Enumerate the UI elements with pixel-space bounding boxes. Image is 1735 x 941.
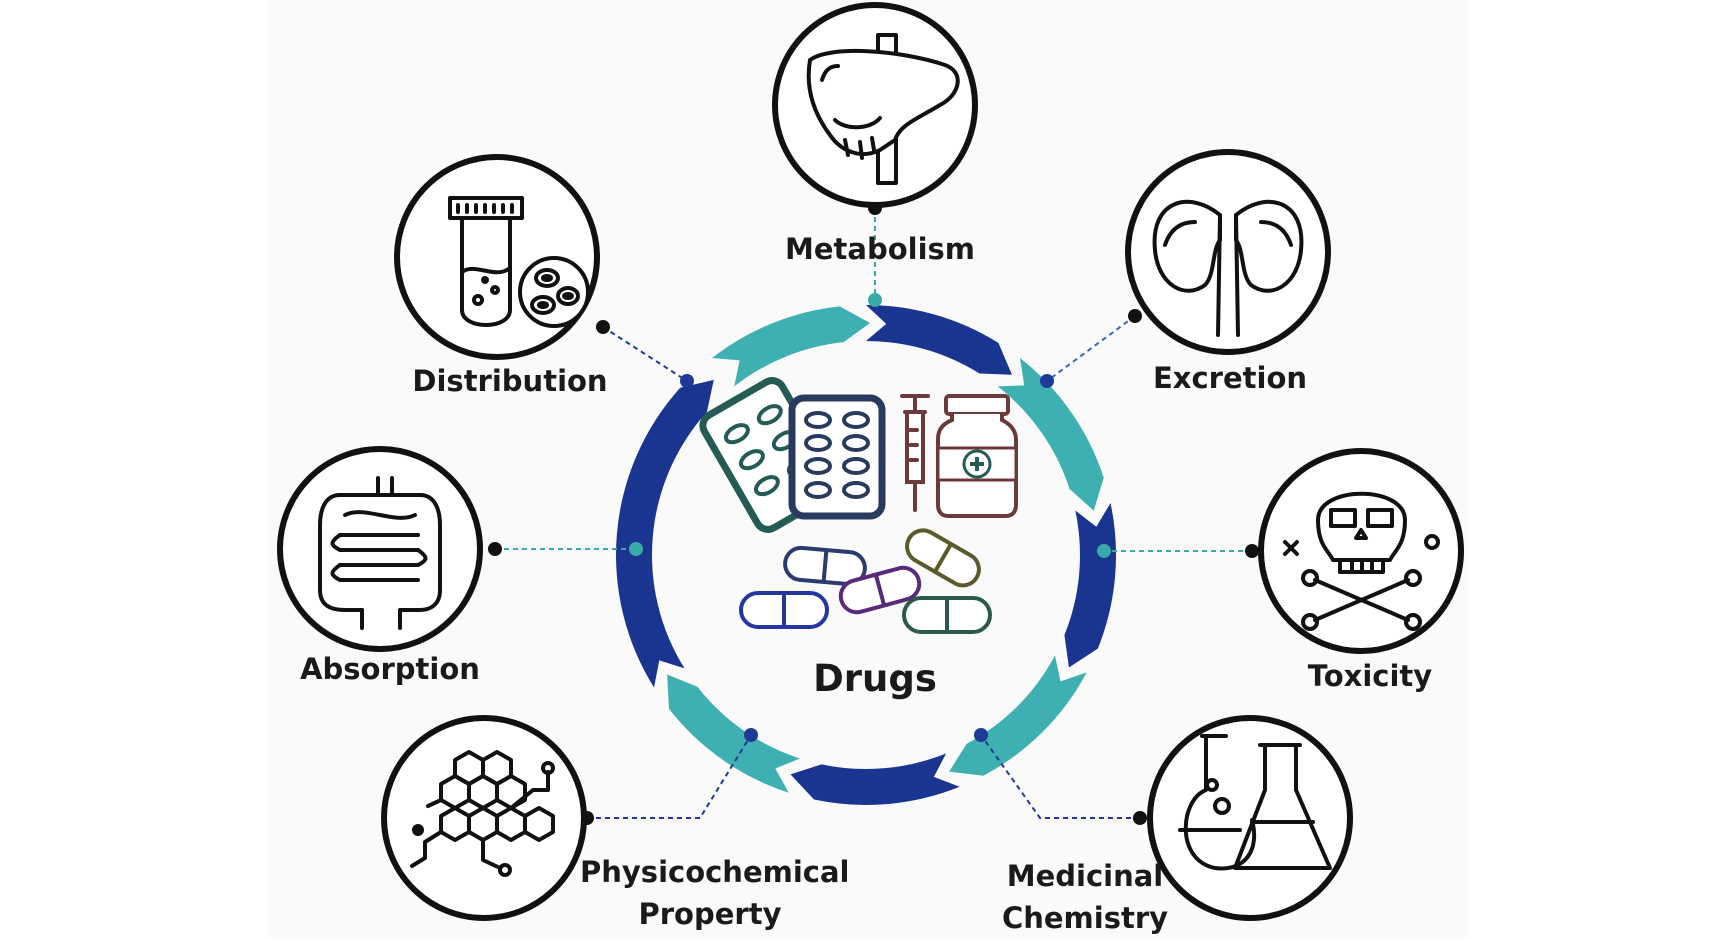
dot-absorption-outer (488, 542, 502, 556)
dot-absorption-inner (629, 542, 643, 556)
toxicity-circle (1258, 448, 1464, 654)
ring-segment-ne (997, 357, 1104, 511)
connectors (495, 208, 1252, 819)
distribution-label: Distribution (412, 364, 608, 398)
dot-excretion-inner (1040, 374, 1054, 388)
capsules-icon (739, 528, 992, 634)
capsule-purple (838, 565, 922, 615)
cycle-ring (616, 305, 1117, 805)
toxicity-label: Toxicity (1307, 659, 1433, 693)
capsule-blue (739, 591, 829, 629)
physicochemical-label-line2: Property (638, 897, 782, 931)
medicinal-chemistry-label-line2: Chemistry (1001, 901, 1169, 935)
ring-segment-nnw (712, 306, 871, 387)
physicochemical-label-line1: Physicochemical (580, 855, 850, 889)
ring-segment-sw (667, 674, 800, 793)
connector-medicinal-chemistry (980, 734, 1140, 819)
connector-distribution (602, 326, 688, 382)
lab-flasks-icon (1178, 734, 1332, 871)
medicinal-chemistry-label-line1: Medicinal (1006, 859, 1164, 893)
test-tube-cells-icon (448, 196, 590, 328)
dot-physchem-inner (744, 728, 758, 742)
excretion-circle (1125, 149, 1331, 355)
connector-excretion (1046, 315, 1136, 382)
ring-segment-w (616, 379, 714, 688)
syringe-icon (900, 394, 930, 512)
dot-medchem-inner (974, 728, 988, 742)
ring-segment-s (790, 753, 960, 805)
absorption-label: Absorption (300, 652, 480, 686)
liver-icon (806, 33, 960, 185)
capsule-green (902, 596, 992, 634)
drugs-label: Drugs (813, 657, 937, 700)
medicine-bottle-icon (936, 394, 1018, 518)
ring-segment-se (949, 655, 1087, 776)
dot-excretion-outer (1128, 309, 1142, 323)
molecule-structure-icon (410, 750, 555, 877)
metabolism-label: Metabolism (785, 232, 976, 266)
capsule-olive (905, 528, 981, 588)
connector-physicochemical (587, 734, 752, 819)
excretion-label: Excretion (1152, 361, 1308, 395)
dot-metabolism-inner (868, 293, 882, 307)
dot-distribution-outer (596, 320, 610, 334)
capsule-navy (783, 545, 867, 587)
blister-pack-front-icon (788, 394, 886, 520)
skull-crossbones-icon (1283, 491, 1440, 631)
dot-toxicity-inner (1097, 544, 1111, 558)
intestine-icon (318, 476, 442, 630)
ring-segment-n (866, 305, 1013, 375)
kidney-icon (1152, 199, 1304, 337)
dot-toxicity-outer (1245, 544, 1259, 558)
drugs-illustration (699, 377, 1018, 634)
medicinal-chemistry-label: Medicinal (985, 855, 1185, 899)
dot-medchem-outer (1133, 811, 1147, 825)
physicochemical-circle (381, 715, 587, 921)
dot-distribution-inner (680, 374, 694, 388)
distribution-circle (394, 154, 600, 360)
